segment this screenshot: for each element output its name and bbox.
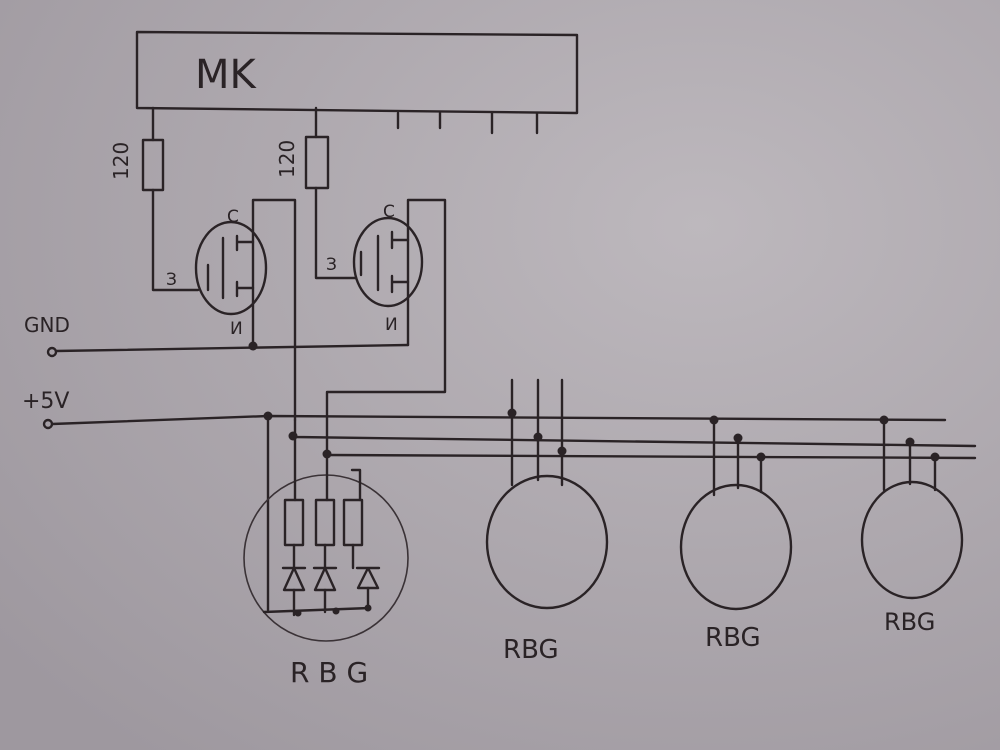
mosfet-2-gate-label: З [326, 255, 337, 275]
resistor-2: 120 [275, 106, 358, 280]
mosfet-1-source-label: И [230, 319, 243, 339]
led-2-label: RBG [503, 635, 559, 665]
green-bus [325, 453, 977, 460]
rgb-led-3: RBG [679, 418, 793, 653]
vcc-label: +5V [22, 389, 69, 414]
resistor-1-value: 120 [109, 142, 133, 180]
resistor-2-value: 120 [275, 140, 299, 178]
mosfet-2-drain-label: С [383, 202, 395, 222]
rgb-led-1: R B G [243, 435, 409, 689]
microcontroller: MK [135, 30, 579, 135]
mk-label: MK [195, 52, 258, 98]
led-4-label: RBG [884, 608, 935, 636]
mosfet-1-drain-label: С [227, 207, 239, 227]
rgb-led-4: RBG [860, 418, 964, 636]
led-3-label: RBG [705, 623, 761, 653]
rgb-led-2: RBG [485, 378, 609, 665]
gnd-rail: GND [24, 313, 410, 358]
mosfet-2-source-label: И [385, 315, 398, 335]
led-1-label: R B G [290, 656, 368, 689]
mosfet-2: С З И [325, 198, 447, 457]
mosfet-1-gate-label: З [166, 270, 177, 290]
resistor-1: 120 [109, 106, 200, 292]
gnd-label: GND [24, 313, 70, 337]
